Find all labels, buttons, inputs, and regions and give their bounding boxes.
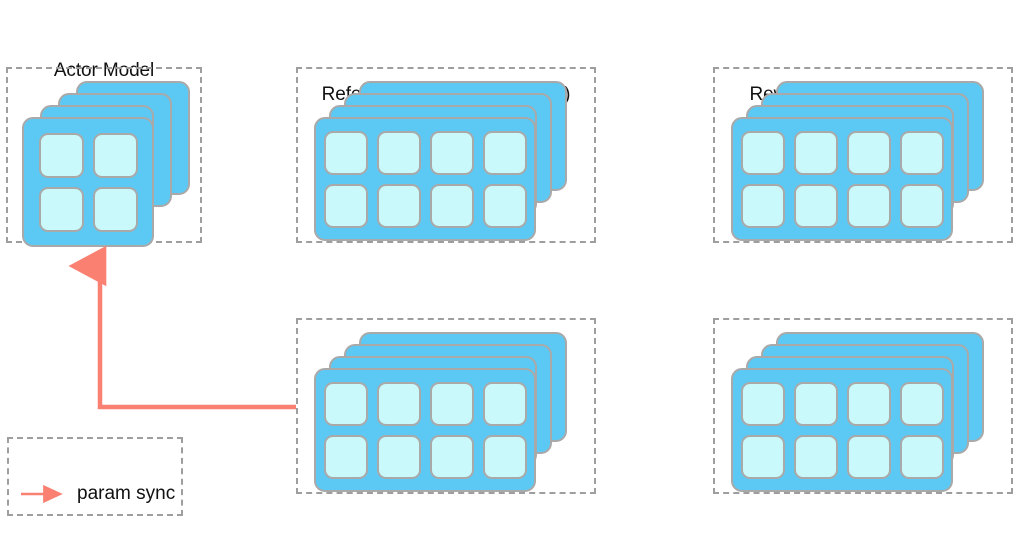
- card-cell: [482, 183, 527, 228]
- card-cell: [740, 434, 785, 479]
- card-cell: [376, 381, 421, 426]
- card-cell: [740, 183, 785, 228]
- card-cell: [323, 183, 368, 228]
- card-cell: [793, 434, 838, 479]
- card-cell: [429, 434, 474, 479]
- param-sync-arrow-path: [68, 245, 296, 410]
- card-cell: [899, 130, 944, 175]
- card-cell: [323, 381, 368, 426]
- legend-label-param-sync: param sync: [77, 483, 176, 504]
- card-cell: [482, 434, 527, 479]
- card-cell: [429, 130, 474, 175]
- card-cell: [38, 186, 84, 232]
- card-front: [22, 117, 154, 247]
- card-cell: [793, 183, 838, 228]
- card-cell: [846, 381, 891, 426]
- group-box-reward[interactable]: [713, 67, 1013, 243]
- card-cell: [846, 130, 891, 175]
- card-cell: [793, 381, 838, 426]
- card-cell: [376, 183, 421, 228]
- card-cell: [92, 132, 138, 178]
- card-stack-actor-deepspeed: [314, 332, 582, 492]
- group-box-reference[interactable]: [296, 67, 596, 243]
- card-stack-reward: [731, 81, 999, 241]
- card-cell: [323, 434, 368, 479]
- group-title-critic: Critic Model (deepspeed): [713, 505, 1013, 546]
- card-cell: [793, 130, 838, 175]
- card-cell: [846, 183, 891, 228]
- card-stack-critic: [731, 332, 999, 492]
- card-front: [314, 368, 536, 492]
- card-cell: [429, 381, 474, 426]
- card-cell: [899, 183, 944, 228]
- card-front: [731, 117, 953, 241]
- group-box-actor-vllm[interactable]: [6, 67, 202, 247]
- card-cell: [740, 381, 785, 426]
- group-title-actor-vllm-line1: Actor Model: [53, 60, 155, 81]
- group-box-critic[interactable]: [713, 318, 1013, 494]
- card-cell: [429, 183, 474, 228]
- legend-row-param-sync: param sync: [19, 483, 175, 505]
- card-cell: [376, 434, 421, 479]
- card-cell: [740, 130, 785, 175]
- card-stack-actor-vllm: [22, 81, 190, 247]
- card-front: [731, 368, 953, 492]
- legend-box: param sync: [7, 437, 183, 516]
- card-cell: [323, 130, 368, 175]
- card-cell: [846, 434, 891, 479]
- card-front: [314, 117, 536, 241]
- card-cell: [482, 381, 527, 426]
- card-cell: [482, 130, 527, 175]
- param-sync-arrow-icon: [21, 485, 63, 503]
- card-cell: [899, 381, 944, 426]
- card-cell: [38, 132, 84, 178]
- card-cell: [376, 130, 421, 175]
- group-title-actor-deepspeed: Actor Model (deepspeed): [296, 505, 596, 546]
- card-cell: [92, 186, 138, 232]
- card-stack-reference: [314, 81, 582, 241]
- group-box-actor-deepspeed[interactable]: [296, 318, 596, 494]
- card-cell: [899, 434, 944, 479]
